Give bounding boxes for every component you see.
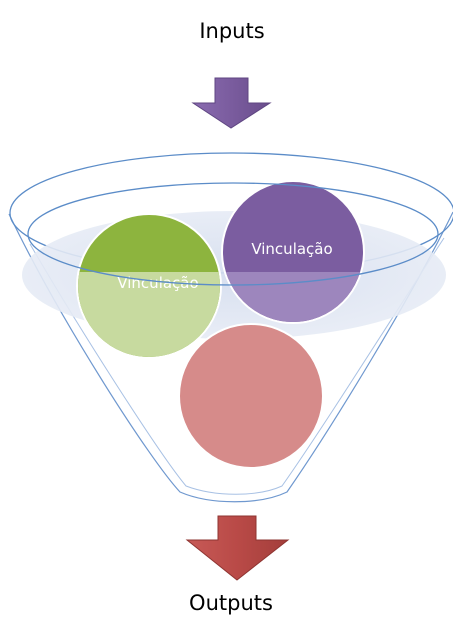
green-circle-label: Vinculação <box>117 274 198 292</box>
funnel-body-inner <box>29 237 445 495</box>
output-arrow <box>185 515 290 581</box>
input-arrow <box>191 77 272 129</box>
funnel-rim-inner <box>27 182 439 286</box>
green-circle-lower <box>78 272 220 357</box>
purple-circle-label: Vinculação <box>251 240 332 258</box>
pink-circle <box>178 323 324 469</box>
inputs-label: Inputs <box>199 19 264 43</box>
outputs-label: Outputs <box>189 591 273 615</box>
